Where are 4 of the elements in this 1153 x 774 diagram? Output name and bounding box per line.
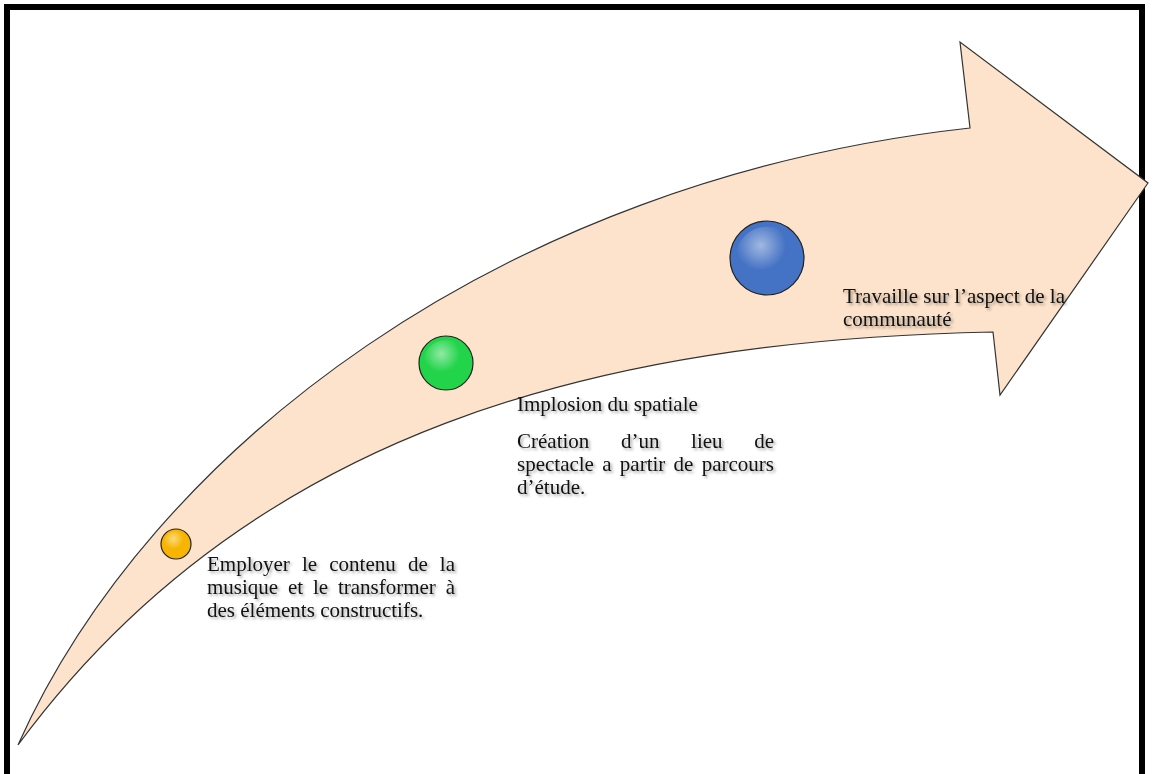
step-text: Création d’un lieu de spectacle a partir de parcours d’étude. bbox=[517, 430, 774, 499]
step-text: Employer le contenu de la musique et le transformer à des éléments constructifs. bbox=[207, 553, 455, 622]
step-text: Travaille sur l’aspect de la communauté bbox=[843, 285, 1066, 331]
step-text: Implosion du spatiale bbox=[517, 393, 699, 416]
